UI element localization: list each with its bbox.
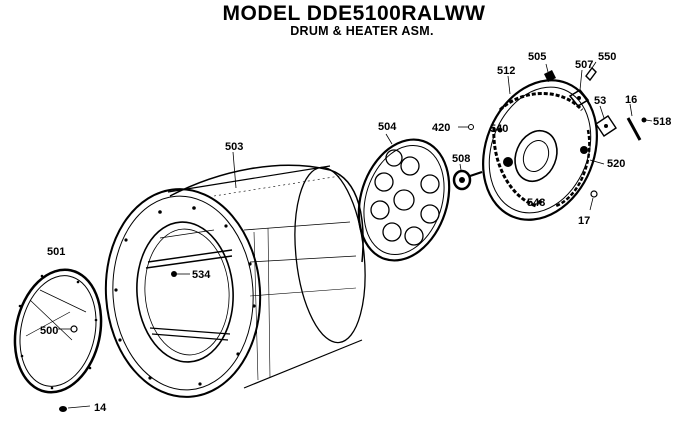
part-labels: 501 500 14 503 534 504 508 420 512 540 5… — [40, 51, 671, 414]
heater-housing — [482, 75, 605, 221]
drum — [104, 151, 366, 398]
label-508: 508 — [452, 153, 470, 165]
label-534: 534 — [192, 269, 211, 281]
label-543: 543 — [527, 197, 545, 209]
label-53: 53 — [594, 95, 606, 107]
part-53 — [595, 105, 617, 137]
front-seal-ring — [13, 268, 103, 394]
label-550: 550 — [598, 51, 616, 63]
label-504: 504 — [378, 121, 397, 133]
screw-14 — [59, 405, 91, 412]
label-16: 16 — [625, 94, 637, 106]
label-505: 505 — [528, 51, 546, 63]
part-505 — [544, 63, 556, 82]
diagram-title: MODEL DDE5100RALWW — [222, 2, 486, 25]
label-520: 520 — [607, 158, 625, 170]
label-17: 17 — [578, 215, 590, 227]
label-512: 512 — [497, 65, 515, 77]
diagram-subtitle: DRUM & HEATER ASM. — [290, 24, 434, 38]
part-16 — [626, 103, 642, 141]
label-501: 501 — [47, 246, 65, 258]
label-503: 503 — [225, 141, 243, 153]
label-14: 14 — [94, 402, 107, 414]
drum-rim-dots — [114, 206, 256, 386]
part-507 — [568, 69, 590, 108]
label-518: 518 — [653, 116, 671, 128]
label-507: 507 — [575, 59, 593, 71]
label-540: 540 — [490, 123, 508, 135]
ring-dots — [18, 274, 98, 390]
rear-bulkhead — [357, 133, 451, 262]
part-420 — [458, 124, 474, 130]
part-17 — [589, 190, 598, 211]
bulkhead-holes — [370, 149, 440, 246]
part-518 — [641, 117, 653, 123]
label-420: 420 — [432, 122, 450, 134]
bearing-hub — [452, 163, 483, 191]
label-500: 500 — [40, 325, 58, 337]
part-550 — [585, 61, 597, 82]
